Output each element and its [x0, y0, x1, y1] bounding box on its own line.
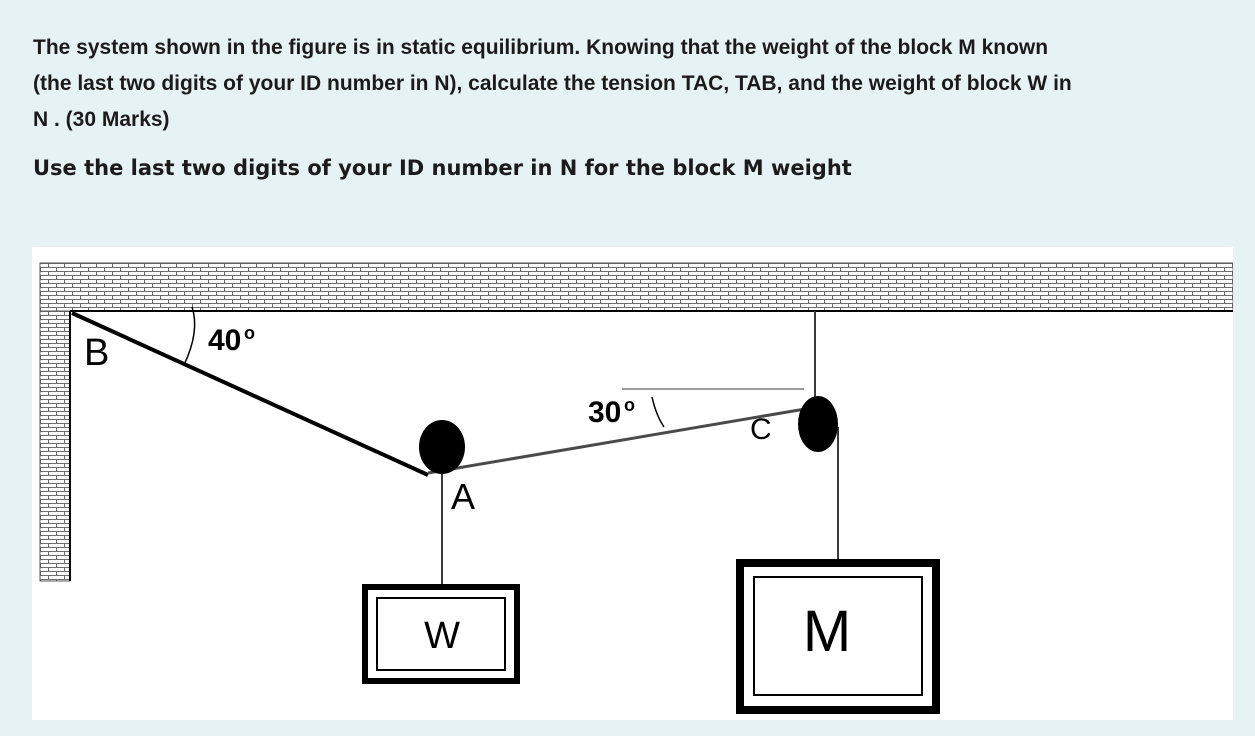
- question-line-2: (the last two digits of your ID number i…: [33, 72, 1072, 95]
- ceiling-wall: [39, 262, 1233, 312]
- block-m-label: M: [803, 599, 851, 664]
- angle-b-value: 40: [208, 324, 241, 357]
- angle-arc-b: [183, 306, 196, 366]
- angle-b-degree: o: [244, 323, 255, 343]
- question-line-3: N . (30 Marks): [33, 108, 170, 131]
- label-a: A: [451, 476, 475, 517]
- rope-ac: [427, 405, 818, 475]
- statics-diagram: W M B A C 40 o 30 o: [39, 262, 1233, 714]
- label-b: B: [84, 332, 109, 374]
- left-wall: [39, 310, 71, 582]
- angle-c-value: 30: [588, 396, 621, 429]
- question-line-1: The system shown in the figure is in sta…: [33, 36, 1049, 59]
- pulley-c: [798, 396, 838, 452]
- label-c: C: [750, 413, 772, 446]
- angle-arc-c: [651, 396, 665, 428]
- rope-ab: [71, 311, 429, 477]
- question-text: The system shown in the figure is in sta…: [33, 30, 1233, 138]
- instruction-text: Use the last two digits of your ID numbe…: [33, 156, 852, 180]
- block-m: M: [736, 559, 940, 714]
- statics-figure: W M B A C 40 o 30 o: [32, 247, 1233, 720]
- knot-a: [419, 420, 465, 474]
- angle-c-degree: o: [624, 395, 635, 415]
- block-w: W: [362, 584, 520, 684]
- block-w-label: W: [424, 615, 460, 657]
